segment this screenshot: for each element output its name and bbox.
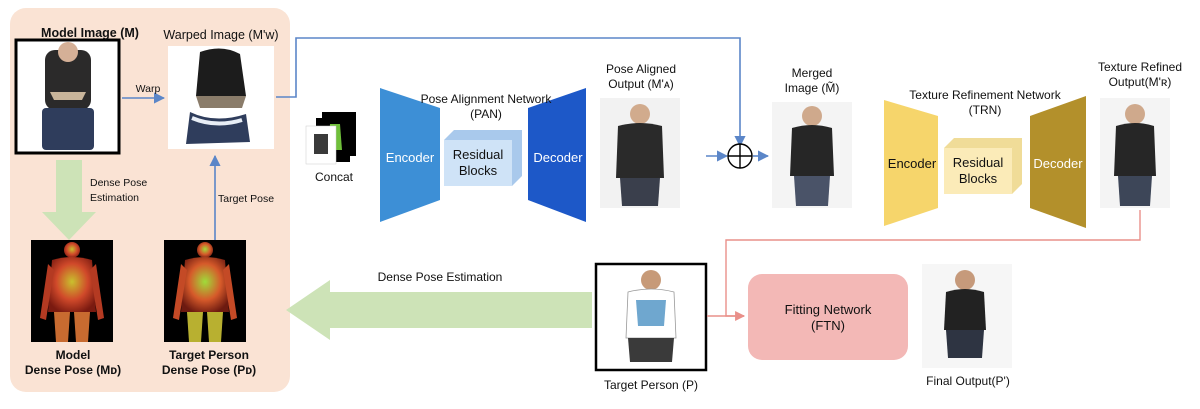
target-person-dense-pose-label: Target Person Dense Pose (Pᴅ) — [161, 348, 257, 377]
pan-encoder-label: Encoder — [385, 150, 435, 165]
warped-to-merge-line — [276, 37, 746, 148]
pan-residual-box — [444, 130, 522, 186]
pan-encoder — [380, 88, 440, 222]
pan-residual-front — [444, 140, 512, 186]
warp-label: Warp — [135, 83, 161, 95]
pose-aligned-output — [600, 98, 680, 208]
target-person-label: Target Person (P) — [603, 378, 699, 392]
merged-label: Merged Image (M̃) — [784, 66, 840, 95]
target-person-image — [594, 262, 708, 372]
target-pose-label: Target Pose — [218, 193, 275, 205]
warped-image — [168, 46, 274, 149]
trn-encoder — [884, 100, 938, 226]
dense-pose-down-arrow — [42, 160, 96, 240]
model-image — [14, 38, 121, 155]
trn-decoder — [1030, 96, 1086, 228]
trn-residual-front — [944, 148, 1012, 194]
model-dense-pose — [31, 240, 113, 342]
trn-residual-box — [944, 138, 1022, 194]
dense-pose-estimation-arrow — [286, 280, 592, 340]
model-image-title: Model Image (M) — [41, 26, 139, 40]
texture-refined-label: Texture Refined Output(M'ʀ) — [1097, 60, 1183, 89]
final-output-image — [922, 264, 1012, 368]
dense-pose-estimation-arrow-label: Dense Pose Estimation — [377, 270, 503, 284]
pose-aligned-label: Pose Aligned Output (M'ᴀ) — [605, 62, 677, 91]
target-person-dense-pose — [164, 240, 246, 342]
texture-refined-output — [1100, 98, 1170, 208]
concat-stack — [305, 112, 356, 165]
pan-decoder-label: Decoder — [533, 150, 583, 165]
warped-image-title: Warped Image (M'w) — [163, 28, 279, 42]
trn-residual-label: Residual Blocks — [952, 155, 1004, 186]
model-dense-pose-label: Model Dense Pose (Mᴅ) — [24, 348, 122, 377]
dense-pose-estimation-label: Dense Pose Estimation — [90, 177, 148, 204]
merged-image — [772, 102, 852, 208]
ftn-label: Fitting Network (FTN) — [784, 302, 872, 333]
final-output-label: Final Output(P') — [926, 374, 1010, 388]
merge-operator — [727, 143, 753, 169]
pan-title: Pose Alignment Network (PAN) — [420, 92, 552, 121]
trn-title: Texture Refinement Network (TRN) — [909, 88, 1061, 117]
trn-decoder-label: Decoder — [1033, 156, 1083, 171]
pan-residual-label: Residual Blocks — [452, 147, 504, 178]
ftn-box — [748, 274, 908, 360]
pan-decoder — [528, 88, 586, 222]
trn-encoder-label: Encoder — [887, 156, 937, 171]
concat-label: Concat — [314, 170, 354, 184]
